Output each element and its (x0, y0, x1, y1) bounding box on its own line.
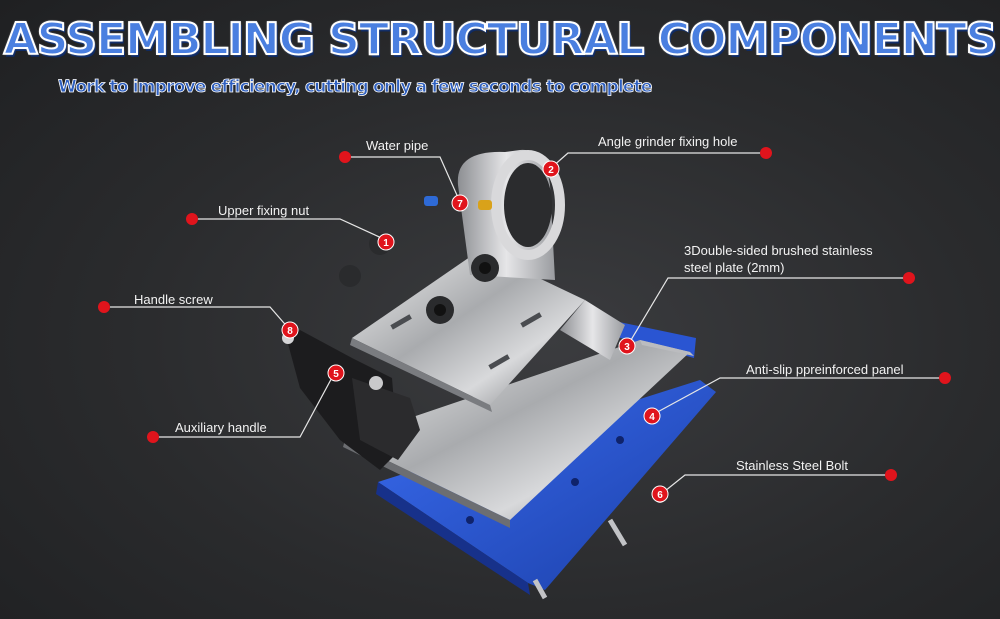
label-stainless-steel-bolt: Stainless Steel Bolt (736, 458, 849, 473)
page-subtitle: Work to improve efficiency, cutting only… (58, 77, 653, 98)
callout-end-dots (98, 147, 951, 481)
marker-2-number: 2 (548, 165, 554, 176)
marker-8-number: 8 (287, 326, 293, 337)
marker-6-number: 6 (657, 490, 663, 501)
marker-5-number: 5 (333, 369, 339, 380)
top-steel-plate (350, 250, 625, 412)
label-steel-plate-line1: 3Double-sided brushed stainless (684, 243, 873, 258)
label-anti-slip-panel: Anti-slip ppreinforced panel (746, 362, 904, 377)
marker-3: 3 (618, 337, 636, 355)
marker-1: 1 (377, 233, 395, 251)
marker-7-number: 7 (457, 199, 463, 210)
marker-5: 5 (327, 364, 345, 382)
marker-6: 6 (651, 485, 669, 503)
leader-lines (104, 152, 945, 496)
label-upper-fixing-nut: Upper fixing nut (218, 203, 310, 218)
marker-1-number: 1 (383, 238, 389, 249)
page-title: ASSEMBLING STRUCTURAL COMPONENTS (3, 13, 999, 66)
grinder-bracket (457, 149, 565, 280)
marker-4-number: 4 (649, 412, 655, 423)
callout-markers: 1 2 3 4 5 6 7 8 (281, 160, 669, 503)
marker-3-number: 3 (624, 342, 630, 353)
marker-4: 4 (643, 407, 661, 425)
marker-8: 8 (281, 321, 299, 339)
label-auxiliary-handle: Auxiliary handle (175, 420, 267, 435)
marker-7: 7 (451, 194, 469, 212)
label-steel-plate-line2: steel plate (2mm) (684, 260, 785, 275)
label-water-pipe: Water pipe (366, 138, 429, 153)
marker-2: 2 (542, 160, 560, 178)
water-pipe-fittings (424, 196, 492, 210)
label-handle-screw: Handle screw (134, 292, 213, 307)
label-angle-grinder-fixing-hole: Angle grinder fixing hole (598, 134, 738, 149)
